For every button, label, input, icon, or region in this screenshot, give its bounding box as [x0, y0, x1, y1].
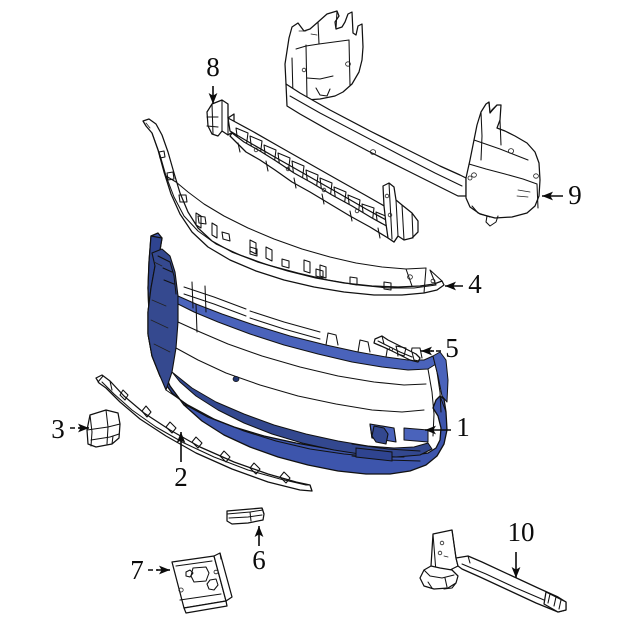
part-license-plate-bracket[interactable] [171, 552, 233, 614]
callout-1[interactable]: 1 [425, 412, 470, 442]
callout-label-9: 9 [568, 180, 582, 210]
part-small-mounting-clip[interactable] [226, 507, 265, 525]
callout-label-3: 3 [51, 414, 65, 444]
callout-6[interactable]: 6 [252, 526, 266, 575]
callout-9[interactable]: 9 [542, 180, 582, 210]
callout-label-10: 10 [508, 517, 535, 547]
callout-5[interactable]: 5 [421, 333, 459, 363]
part-front-bumper-cover[interactable] [147, 232, 449, 475]
part-bumper-support-bracket[interactable] [373, 335, 421, 363]
callout-2[interactable]: 2 [174, 432, 188, 492]
callout-3[interactable]: 3 [51, 414, 89, 444]
part-tow-hook-eye[interactable] [419, 529, 567, 613]
part-lower-bumper-molding[interactable] [95, 374, 313, 492]
callout-label-8: 8 [206, 52, 220, 82]
callout-label-2: 2 [174, 462, 188, 492]
callout-10[interactable]: 10 [508, 517, 535, 578]
callout-label-5: 5 [445, 333, 459, 363]
callout-label-6: 6 [252, 545, 266, 575]
part-energy-absorber[interactable] [206, 99, 419, 243]
part-bumper-reinforcement-bar[interactable] [284, 10, 541, 227]
callout-4[interactable]: 4 [445, 269, 482, 299]
part-bumper-end-bracket-left[interactable] [86, 409, 121, 448]
callout-label-1: 1 [456, 412, 470, 442]
callout-8[interactable]: 8 [206, 52, 220, 104]
callout-7[interactable]: 7 [130, 555, 170, 585]
part-upper-valance-panel[interactable] [142, 118, 445, 296]
callout-label-4: 4 [468, 269, 482, 299]
callout-label-7: 7 [130, 555, 144, 585]
